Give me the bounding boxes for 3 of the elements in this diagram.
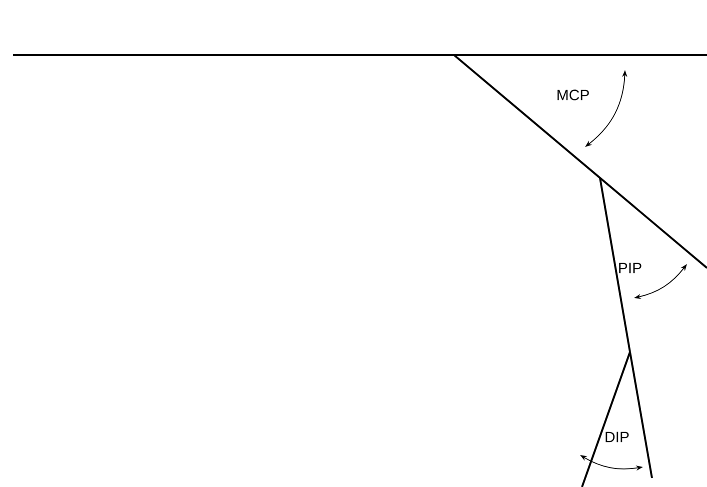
joint-label: PIP <box>619 262 642 274</box>
joint-label: MCP <box>558 90 589 100</box>
joint-label: DIP <box>606 432 629 442</box>
